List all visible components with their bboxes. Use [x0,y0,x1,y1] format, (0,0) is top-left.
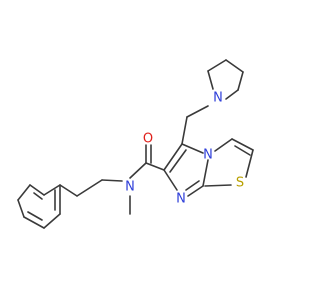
bond [17,184,31,201]
bond [163,169,178,191]
bond [27,211,43,221]
bond [169,149,187,173]
bond [237,71,244,91]
atom-label-s-thiazole: S [236,176,244,191]
bond [186,105,209,118]
bond [204,184,232,187]
bond [23,216,45,229]
bond [207,59,227,72]
bond [245,149,254,178]
bond [181,116,188,145]
atom-label-o-carbonyl: O [143,132,153,147]
bond [43,213,61,229]
bond [207,70,214,90]
bonds [17,59,254,229]
bond [43,184,61,196]
atom-label-n-bridgehead: N [203,148,213,163]
molecule-canvas: N O N N N S [17,59,254,229]
bond [231,138,254,151]
bond [187,185,204,197]
bond [225,89,239,100]
atom-label-n-pyrrolidine: N [213,91,223,106]
bond [101,179,123,182]
bond [33,192,43,200]
bond [17,199,25,218]
bond [29,184,45,196]
bond [181,143,204,154]
bond [214,138,233,152]
bond [163,143,183,171]
atom-labels: N O N N N S [125,91,244,207]
bond [129,162,147,179]
bond [202,159,209,187]
structure-diagram: N O N N N S [17,59,254,229]
bond [76,179,103,197]
atom-label-n-imidazole: N [176,192,186,207]
bond [59,184,78,197]
bond [185,180,200,191]
atom-label-n-amide: N [125,180,135,195]
bond [145,162,165,171]
bond [234,145,251,156]
bond [225,59,244,73]
